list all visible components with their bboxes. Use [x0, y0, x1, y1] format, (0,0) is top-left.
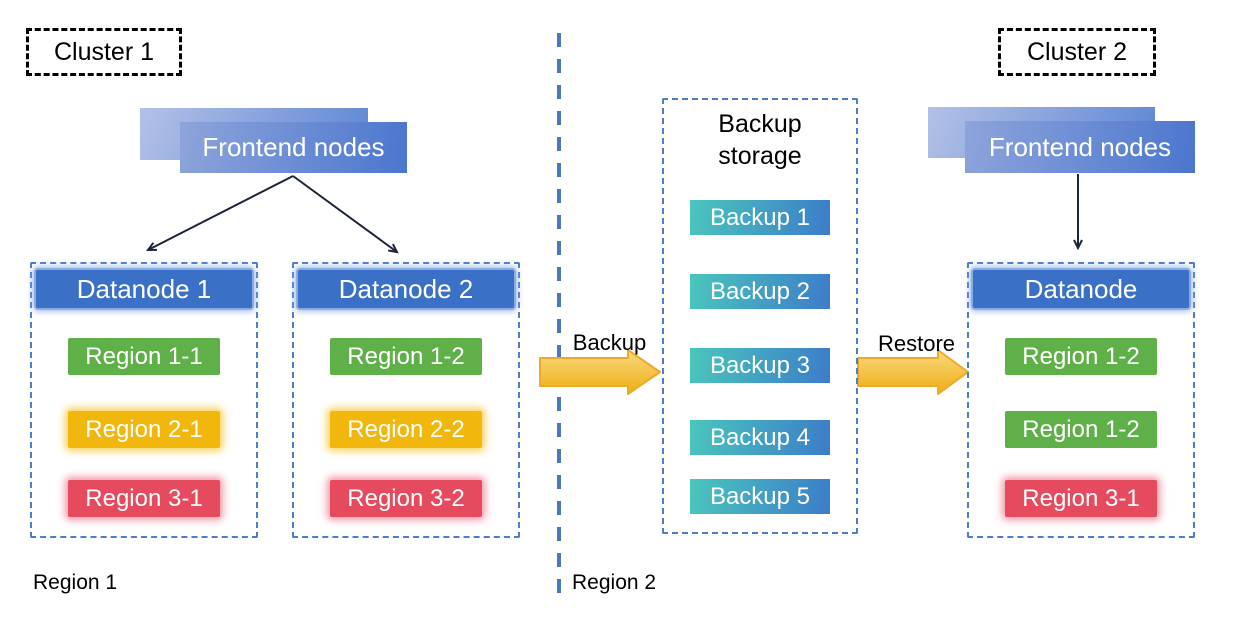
datanode-header-cluster2: Datanode [971, 268, 1191, 310]
backup-item: Backup 1 [690, 200, 830, 235]
datanode1-container: Datanode 1 Region 1-1 Region 2-1 Region … [30, 262, 258, 538]
frontend-to-datanode1-arrow [146, 175, 294, 252]
cluster2-label: Cluster 2 [998, 28, 1156, 76]
frontend-nodes-box-cluster2: Frontend nodes [965, 121, 1195, 173]
frontend-to-datanode2-arrow [292, 175, 399, 254]
region-box: Region 1-2 [1005, 338, 1157, 375]
frontend-nodes-box-cluster1: Frontend nodes [180, 122, 407, 173]
datanode-container-cluster2: Datanode Region 1-2 Region 1-2 Region 3-… [967, 262, 1195, 538]
backup-storage-container: Backup storage Backup 1 Backup 2 Backup … [662, 98, 858, 534]
region-box: Region 2-1 [68, 411, 220, 448]
cluster1-label: Cluster 1 [26, 28, 182, 76]
region-box: Region 1-2 [330, 338, 482, 375]
region2-footer-label: Region 2 [572, 571, 657, 594]
backup-arrow-label: Backup [572, 330, 647, 355]
region-box: Region 3-1 [68, 480, 220, 517]
datanode2-header: Datanode 2 [296, 268, 516, 310]
region-box: Region 2-2 [330, 411, 482, 448]
backup-arrow-icon [539, 349, 661, 395]
backup-item: Backup 3 [690, 348, 830, 383]
region-box: Region 1-2 [1005, 411, 1157, 448]
restore-arrow-label: Restore [877, 331, 956, 356]
region1-footer-label: Region 1 [33, 571, 118, 594]
backup-item: Backup 4 [690, 420, 830, 455]
datanode2-container: Datanode 2 Region 1-2 Region 2-2 Region … [292, 262, 520, 538]
region-box: Region 3-1 [1005, 480, 1157, 517]
region-box: Region 3-2 [330, 480, 482, 517]
region-box: Region 1-1 [68, 338, 220, 375]
backup-item: Backup 5 [690, 479, 830, 514]
backup-item: Backup 2 [690, 274, 830, 309]
backup-storage-title: Backup storage [718, 110, 802, 170]
datanode1-header: Datanode 1 [34, 268, 254, 310]
